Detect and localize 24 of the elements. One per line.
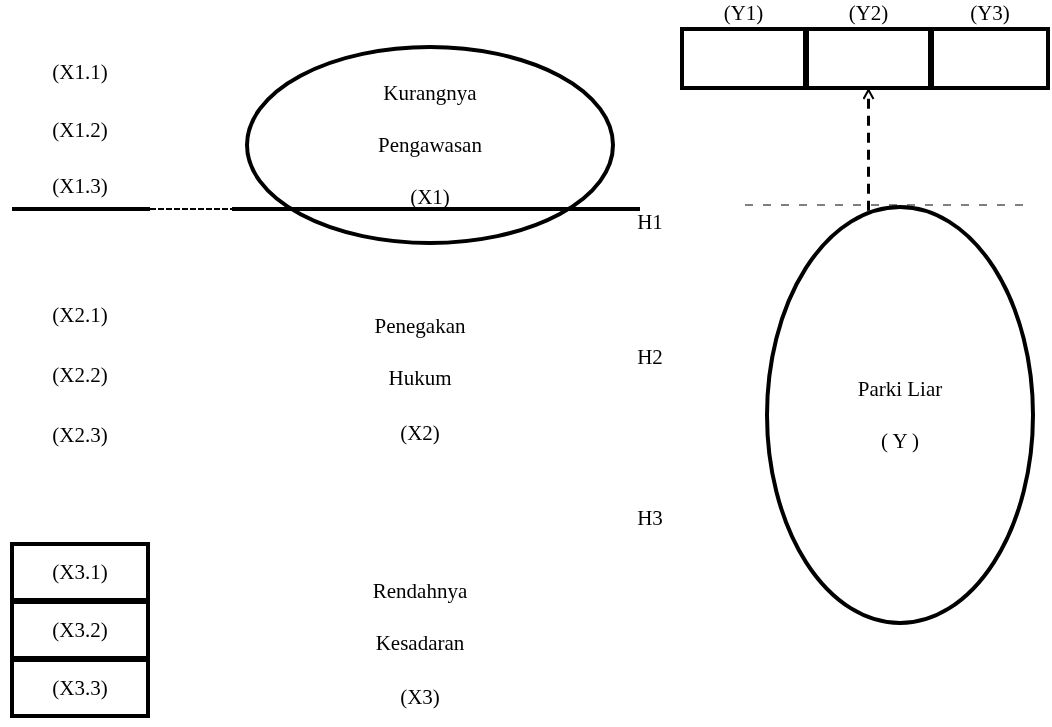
variable-name: Kurangnya Pengawasan — [377, 80, 483, 159]
arrow — [862, 89, 875, 211]
indicator-label: (Y3) — [969, 0, 1011, 26]
variable-label: (X2.2) — [52, 362, 108, 389]
variable-name: (X1) — [409, 184, 451, 211]
variable-label: (X2) — [400, 420, 440, 447]
indicator-box: (X3.2) — [10, 600, 150, 660]
variable-label: (X1.3) — [52, 173, 108, 200]
variable-label: (X1.1) — [52, 59, 108, 86]
variable-label: (X3) — [400, 684, 440, 711]
variable-label: H1 — [637, 209, 663, 236]
variable-label: (X2.3) — [52, 422, 108, 449]
variable-label: H2 — [637, 344, 663, 371]
variable-label: H3 — [637, 505, 663, 532]
indicator-box: (X3.1) — [10, 542, 150, 602]
variable-name: ( Y ) — [879, 428, 921, 455]
indicator-label: (Y1) — [722, 0, 765, 26]
variable-label: Rendahnya Kesadaran — [371, 578, 469, 657]
variable-label: (X1.2) — [52, 117, 108, 144]
variable-label: (X2.1) — [52, 302, 108, 329]
indicator-label: (Y2) — [847, 0, 890, 26]
variable-name: Parki Liar — [856, 376, 944, 403]
variable-label: Penegakan Hukum — [373, 313, 467, 392]
indicator-box: (X3.3) — [10, 658, 150, 718]
